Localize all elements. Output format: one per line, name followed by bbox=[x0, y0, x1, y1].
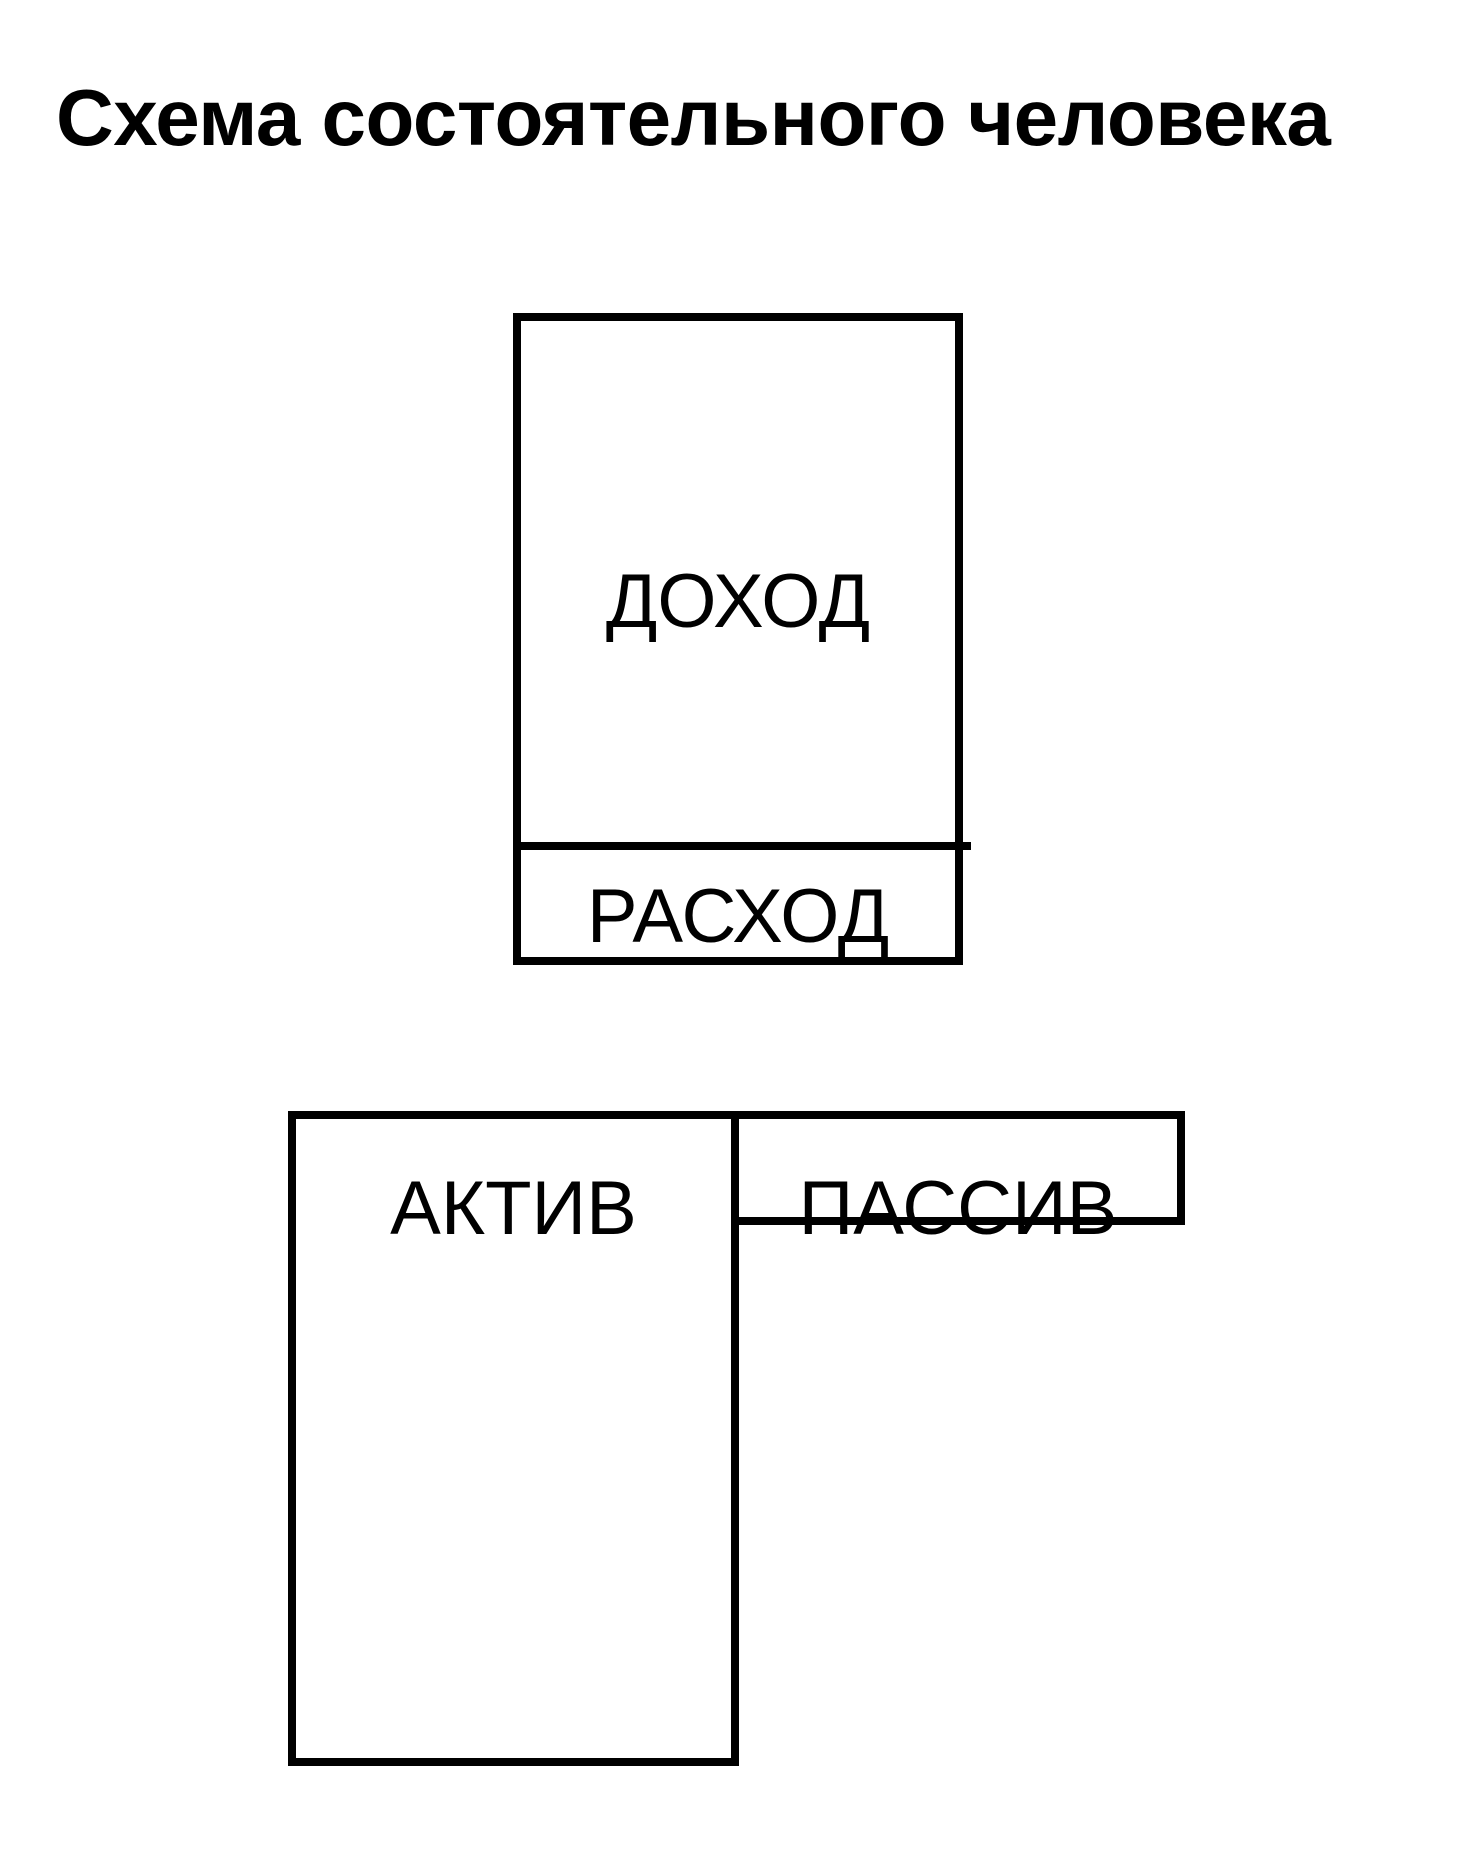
income-expense-group: ДОХОД РАСХОД bbox=[513, 313, 971, 965]
asset-label: АКТИВ bbox=[390, 1166, 637, 1251]
income-label: ДОХОД bbox=[605, 559, 871, 644]
liability-box[interactable]: ПАССИВ bbox=[731, 1111, 1185, 1247]
income-expense-divider bbox=[513, 842, 963, 850]
page-title: Схема состоятельного человека bbox=[56, 73, 1331, 162]
expense-label: РАСХОД bbox=[586, 874, 890, 959]
income-box[interactable]: ДОХОД bbox=[513, 313, 963, 965]
liability-label: ПАССИВ bbox=[798, 1166, 1118, 1251]
divider-tick-mark bbox=[963, 842, 971, 850]
asset-box[interactable]: АКТИВ bbox=[288, 1111, 739, 1766]
